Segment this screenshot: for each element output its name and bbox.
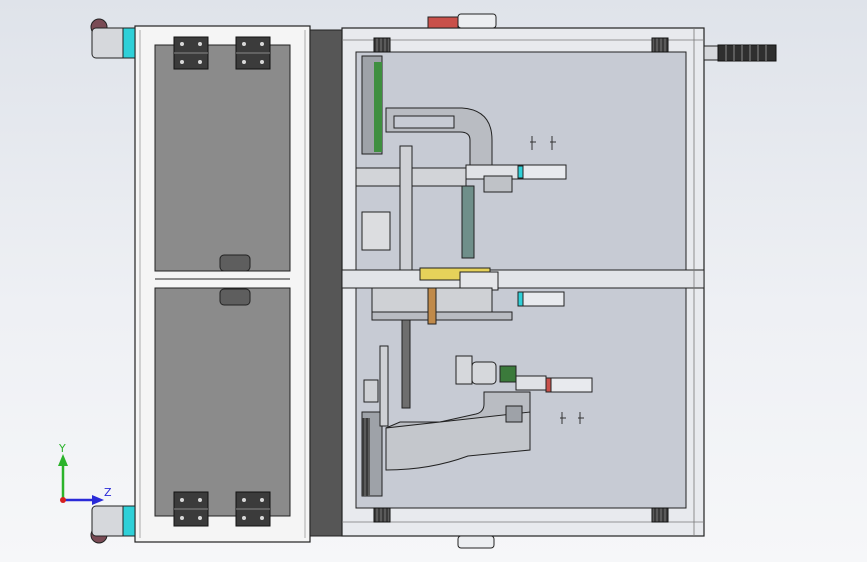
axes-triad: Y Z — [58, 442, 112, 505]
frame-handle — [427, 13, 497, 549]
z-axis-label: Z — [104, 486, 112, 499]
lower-mechanism — [361, 345, 593, 497]
corner-bracket-icon — [373, 37, 669, 523]
side-panel — [309, 29, 343, 537]
middle-rail — [371, 267, 565, 409]
door-panel-lower — [154, 287, 291, 517]
caster-wheel-icon — [90, 18, 136, 544]
door-handle-icon[interactable] — [219, 254, 251, 306]
y-axis-label: Y — [58, 442, 66, 455]
cable-gland-icon — [703, 44, 777, 62]
door-panel-upper — [154, 44, 291, 272]
upper-mechanism — [355, 55, 567, 271]
door-hinge-icon — [173, 36, 271, 527]
door-frame — [134, 25, 311, 543]
